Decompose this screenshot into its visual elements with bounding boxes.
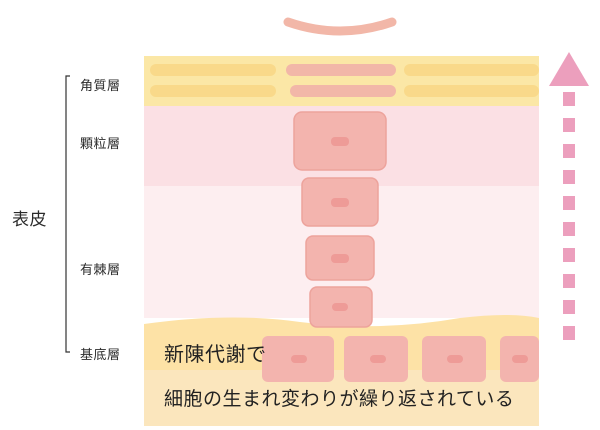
caption-line-2: 細胞の生まれ変わりが繰り返されている: [164, 388, 515, 410]
label-stratum-basale: 基底層: [80, 348, 121, 363]
label-stratum-corneum: 角質層: [80, 79, 121, 94]
turnover-arrow-icon: [549, 52, 589, 340]
spinous-cell-2: [305, 235, 375, 281]
spinous-cell-3: [309, 286, 373, 328]
label-epidermis: 表皮: [12, 210, 47, 230]
spinous-cell-1: [301, 177, 379, 227]
corneum-cells: [150, 64, 539, 97]
label-stratum-granulosum: 顆粒層: [80, 137, 121, 152]
basal-cells: [262, 336, 539, 382]
granular-cell: [293, 111, 387, 171]
shed-flake-icon: [283, 17, 397, 36]
epidermis-bracket: [65, 75, 70, 353]
stratum-corneum-band: [144, 56, 539, 106]
caption-line-1: 新陳代謝で: [164, 342, 267, 366]
label-stratum-spinosum: 有棘層: [80, 263, 121, 278]
